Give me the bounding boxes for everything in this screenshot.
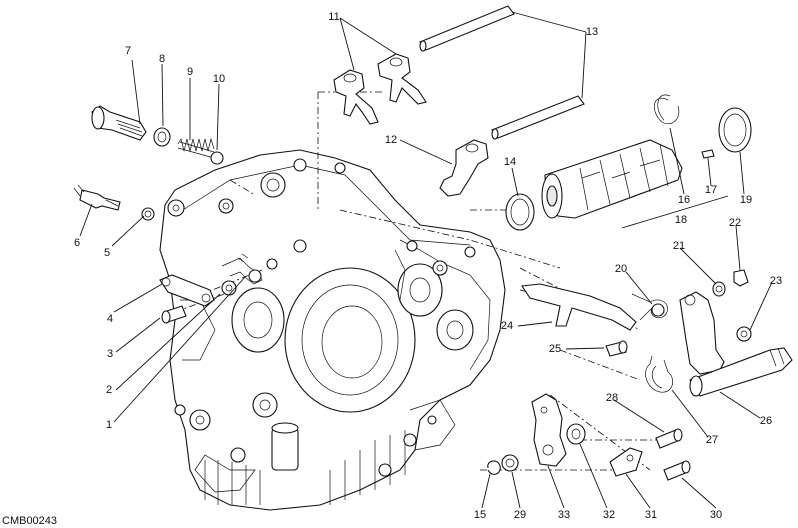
callout-14: 14 — [504, 156, 516, 168]
crankcase-half — [159, 91, 660, 511]
part-30-screw — [663, 460, 691, 481]
part-18-selector-drum — [541, 139, 683, 219]
part-14-ring — [505, 193, 535, 231]
callout-11: 11 — [328, 11, 339, 23]
part-6-sensor — [73, 184, 121, 211]
part-23-bushing — [736, 326, 752, 342]
part-16-circlip — [654, 94, 680, 125]
callout-12: 12 — [385, 134, 397, 146]
callout-4: 4 — [107, 313, 113, 325]
callout-31: 31 — [645, 509, 657, 521]
part-31-plate — [609, 447, 643, 477]
callout-18: 18 — [675, 214, 687, 226]
callout-9: 9 — [187, 66, 193, 78]
part-10-ball — [210, 151, 224, 165]
callout-33: 33 — [558, 509, 570, 521]
callout-21: 21 — [673, 240, 685, 252]
part-9-spring — [177, 137, 215, 159]
callout-29: 29 — [514, 509, 526, 521]
part-3-bolt — [161, 305, 187, 324]
callout-15: 15 — [474, 509, 486, 521]
part-13-shaft-lower — [491, 95, 585, 140]
part-15-circlip — [487, 460, 501, 475]
part-33-ratchet-plate — [531, 393, 567, 467]
part-8-washer — [153, 127, 171, 147]
callout-8: 8 — [159, 53, 165, 65]
part-29-washer — [501, 454, 519, 472]
callout-1: 1 — [106, 419, 112, 431]
part-27-spring — [645, 355, 674, 393]
callout-numbers: 7 8 9 10 6 5 4 3 2 1 11 12 13 14 16 17 1… — [74, 11, 782, 521]
callout-2: 2 — [106, 384, 112, 396]
leader-lines — [79, 11, 773, 509]
callout-24: 24 — [501, 320, 513, 332]
callout-3: 3 — [107, 348, 113, 360]
part-11-fork-right — [377, 53, 427, 105]
part-20-spring — [631, 293, 668, 321]
callout-13: 13 — [586, 26, 598, 38]
part-19-ring — [718, 107, 752, 153]
callout-5: 5 — [104, 247, 110, 259]
part-32-washer — [566, 423, 586, 445]
callout-30: 30 — [710, 509, 722, 521]
callout-32: 32 — [603, 509, 615, 521]
part-18-bracket-line — [621, 195, 729, 229]
callout-22: 22 — [729, 217, 741, 229]
callout-10: 10 — [213, 73, 225, 85]
drawing-code: CMB00243 — [2, 515, 57, 527]
callout-20: 20 — [615, 263, 627, 275]
part-13-shaft-upper — [419, 5, 515, 52]
part-1-spring — [221, 253, 263, 285]
part-22-circlip — [733, 269, 749, 287]
part-26-shift-shaft — [679, 291, 793, 397]
part-21-washer — [712, 281, 726, 297]
callout-26: 26 — [760, 415, 772, 427]
part-17-pin — [701, 149, 715, 159]
part-24-plate — [521, 283, 637, 331]
callout-17: 17 — [705, 184, 717, 196]
callout-25: 25 — [549, 343, 561, 355]
part-7-bolt — [91, 105, 147, 141]
callout-27: 27 — [706, 434, 718, 446]
callout-6: 6 — [74, 237, 80, 249]
callout-23: 23 — [770, 275, 782, 287]
part-11-fork-left — [333, 69, 379, 125]
callout-28: 28 — [606, 392, 618, 404]
callout-7: 7 — [125, 45, 131, 57]
callout-19: 19 — [740, 194, 752, 206]
part-12-fork — [439, 139, 489, 197]
part-2-washer — [221, 280, 237, 296]
callout-16: 16 — [678, 194, 690, 206]
part-25-screw — [605, 340, 628, 357]
part-28-screw — [655, 428, 683, 449]
part-5-washer — [141, 207, 155, 221]
